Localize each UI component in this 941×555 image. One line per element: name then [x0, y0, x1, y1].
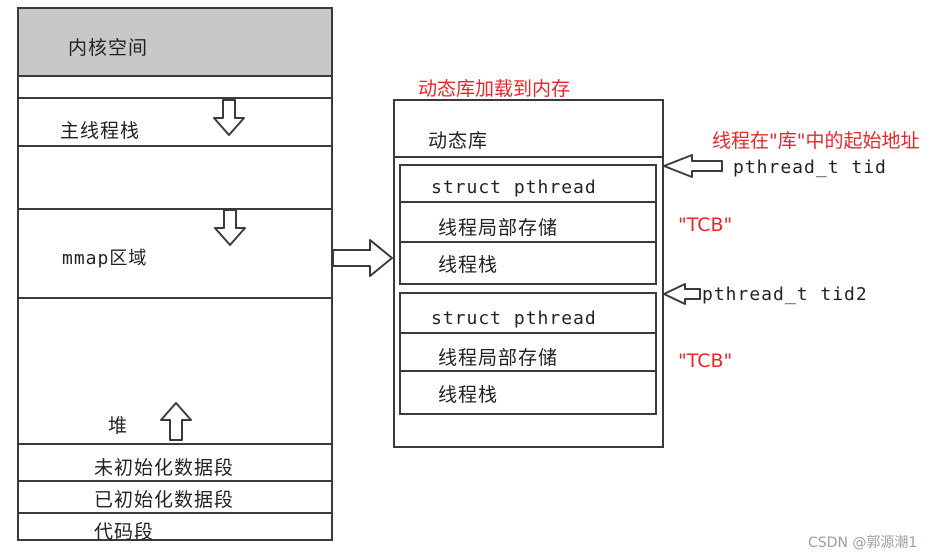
shared-library-frame: [393, 99, 664, 448]
kernel-space-label: 内核空间: [68, 37, 149, 59]
divider: [399, 332, 657, 334]
mmap-to-library-arrow-icon: [332, 239, 393, 277]
code-segment-label: 代码段: [94, 521, 155, 543]
divider: [399, 370, 657, 372]
heap-label: 堆: [108, 415, 129, 437]
divider: [17, 208, 333, 210]
pthread-block-1: [399, 164, 657, 285]
csdn-watermark: CSDN @郭源潮1: [808, 535, 918, 551]
shared-library-header: 动态库: [428, 130, 489, 152]
stack-grow-down-arrow-icon: [213, 99, 245, 136]
pthread-tid-label: pthread_t tid: [733, 157, 887, 178]
bss-segment-label: 未初始化数据段: [94, 457, 235, 479]
divider: [17, 297, 333, 299]
pthread-tid2-label: pthread_t tid2: [702, 284, 868, 305]
tid2-pointer-arrow-icon: [663, 283, 701, 305]
main-thread-stack-label: 主线程栈: [60, 120, 141, 142]
library-loaded-annotation: 动态库加载到内存: [418, 78, 571, 100]
thread-local-storage-label-1: 线程局部存储: [438, 217, 559, 239]
divider: [399, 201, 657, 203]
thread-stack-label-2: 线程栈: [438, 384, 499, 406]
divider: [17, 512, 333, 514]
divider: [17, 480, 333, 482]
tcb-annotation-2: "TCB": [678, 350, 733, 372]
heap-grow-up-arrow-icon: [160, 402, 192, 441]
tcb-annotation-1: "TCB": [678, 214, 733, 236]
divider: [17, 75, 333, 77]
struct-pthread-label-1: struct pthread: [431, 177, 597, 198]
memory-layout-frame: [17, 7, 333, 541]
mmap-grow-down-arrow-icon: [214, 209, 246, 246]
divider: [17, 97, 333, 99]
thread-local-storage-label-2: 线程局部存储: [438, 347, 559, 369]
tid-pointer-arrow-icon: [663, 154, 723, 178]
data-segment-label: 已初始化数据段: [94, 489, 235, 511]
pthread-block-2: [399, 292, 657, 415]
kernel-space-fill: [18, 8, 332, 75]
divider: [393, 156, 664, 158]
divider: [399, 241, 657, 243]
struct-pthread-label-2: struct pthread: [431, 308, 597, 329]
thread-stack-label-1: 线程栈: [438, 254, 499, 276]
thread-start-address-annotation: 线程在"库"中的起始地址: [712, 130, 920, 152]
divider: [17, 443, 333, 445]
mmap-region-label: mmap区域: [62, 248, 148, 269]
divider: [17, 145, 333, 147]
